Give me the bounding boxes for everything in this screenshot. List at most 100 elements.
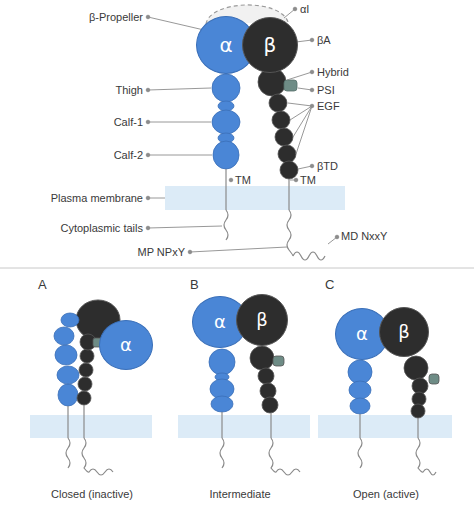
beta-leg-part bbox=[280, 161, 298, 179]
intermediate-integrin-part-part bbox=[260, 383, 276, 399]
panel-letter: A bbox=[38, 278, 47, 292]
intermediate-integrin-part-part bbox=[273, 356, 284, 366]
subunit-label: β bbox=[264, 35, 277, 55]
leader-lines-part bbox=[310, 104, 314, 108]
intermediate-integrin-part-part bbox=[209, 349, 235, 375]
leader-lines-part bbox=[293, 7, 297, 11]
alpha-leg-part bbox=[218, 101, 234, 111]
motif-label: MP NPxY bbox=[138, 246, 185, 258]
subunit-label: α bbox=[214, 313, 226, 331]
beta-leg-part bbox=[272, 111, 290, 129]
part-label: TM bbox=[300, 174, 316, 186]
beta-leg bbox=[258, 68, 298, 179]
intermediate-integrin-part bbox=[220, 412, 300, 475]
beta-leg-part bbox=[269, 94, 287, 112]
membrane-part bbox=[165, 186, 345, 210]
intermediate-integrin-part-part bbox=[258, 368, 274, 384]
subunit-label: α bbox=[120, 336, 132, 354]
open-integrin-part-part bbox=[412, 378, 428, 394]
beta-head: β bbox=[236, 294, 288, 346]
membrane-part bbox=[178, 415, 310, 438]
leader-lines-part bbox=[146, 88, 150, 92]
leader-lines-part bbox=[310, 38, 314, 42]
membrane-part bbox=[30, 415, 152, 438]
intermediate-integrin-part-part bbox=[250, 346, 274, 370]
open-integrin-part-part bbox=[359, 414, 360, 438]
subunit-label: α bbox=[219, 35, 232, 55]
tm-and-tails-part bbox=[288, 179, 289, 210]
leader-lines-part bbox=[146, 15, 150, 19]
part-label: PSI bbox=[317, 84, 335, 96]
tm-and-tails-part bbox=[224, 210, 228, 240]
intermediate-integrin-part bbox=[250, 346, 284, 413]
beta-head: β bbox=[242, 17, 298, 73]
leader-lines-part bbox=[148, 198, 165, 199]
open-integrin-part-part bbox=[349, 381, 371, 399]
open-integrin-part bbox=[348, 360, 372, 414]
intermediate-integrin-part-part bbox=[270, 413, 271, 438]
leader-lines-part bbox=[293, 106, 312, 137]
panel-divider bbox=[0, 268, 474, 269]
part-label: Cytoplasmic tails bbox=[60, 222, 143, 234]
closed-integrin-part-part bbox=[83, 405, 84, 438]
closed-integrin-part-part bbox=[77, 391, 91, 405]
leader-lines-part bbox=[148, 122, 211, 123]
membrane-part bbox=[318, 415, 452, 438]
intermediate-integrin-part-part bbox=[269, 438, 300, 475]
leader-lines-part bbox=[148, 88, 211, 90]
leader-lines bbox=[146, 7, 339, 254]
membrane bbox=[30, 186, 452, 438]
leader-lines-part bbox=[146, 196, 150, 200]
open-integrin-part bbox=[404, 356, 439, 418]
leader-lines-part bbox=[148, 226, 222, 228]
open-integrin-part-part bbox=[429, 374, 439, 384]
beta-leg-part bbox=[278, 145, 296, 163]
leader-lines-part bbox=[310, 164, 314, 168]
closed-integrin-part-part bbox=[54, 327, 74, 345]
closed-integrin-part bbox=[54, 313, 79, 406]
open-integrin-part-part bbox=[416, 438, 436, 475]
tm-and-tails-part bbox=[225, 169, 226, 210]
part-label: Calf-2 bbox=[114, 149, 143, 161]
part-label: TM bbox=[235, 174, 251, 186]
intermediate-integrin-part-part bbox=[211, 396, 233, 412]
part-label: Hybrid bbox=[317, 66, 349, 78]
subunit-label: β bbox=[398, 323, 410, 341]
part-label: βA bbox=[317, 34, 331, 46]
tm-and-tails-part bbox=[287, 210, 325, 260]
leader-lines-part bbox=[296, 106, 312, 154]
closed-integrin-part-part bbox=[61, 313, 79, 327]
intermediate-integrin-part-part bbox=[221, 412, 222, 438]
closed-integrin-part-part bbox=[57, 366, 79, 384]
intermediate-integrin-part-part bbox=[262, 397, 278, 413]
closed-integrin-part-part bbox=[78, 377, 92, 391]
beta-head: β bbox=[379, 307, 429, 357]
open-integrin-part-part bbox=[350, 398, 370, 414]
intermediate-integrin-part-part bbox=[220, 438, 224, 468]
part-label: EGF bbox=[317, 100, 340, 112]
leader-lines-part bbox=[146, 226, 150, 230]
subunit-label: α bbox=[356, 325, 368, 343]
leader-lines-part bbox=[294, 178, 298, 182]
open-integrin-part-part bbox=[417, 418, 418, 438]
leader-lines-part bbox=[335, 235, 339, 239]
closed-integrin-part-part bbox=[55, 345, 77, 365]
subunit-label: β bbox=[256, 311, 268, 329]
leader-lines-part bbox=[146, 120, 150, 124]
alpha-leg-part bbox=[213, 141, 239, 169]
state-caption: Intermediate bbox=[209, 488, 270, 500]
closed-integrin-part-part bbox=[80, 349, 94, 363]
part-label: βTD bbox=[317, 160, 338, 172]
leader-lines-part bbox=[310, 70, 314, 74]
panel-letter: C bbox=[325, 278, 334, 292]
leader-lines-part bbox=[287, 72, 312, 80]
closed-integrin-part-part bbox=[67, 406, 68, 438]
part-label: Calf-1 bbox=[114, 116, 143, 128]
closed-integrin-part-part bbox=[66, 438, 70, 468]
closed-integrin-part-part bbox=[58, 384, 78, 406]
alpha-head: α bbox=[99, 320, 153, 370]
part-label: β-Propeller bbox=[89, 11, 143, 23]
state-caption: Open (active) bbox=[353, 488, 419, 500]
